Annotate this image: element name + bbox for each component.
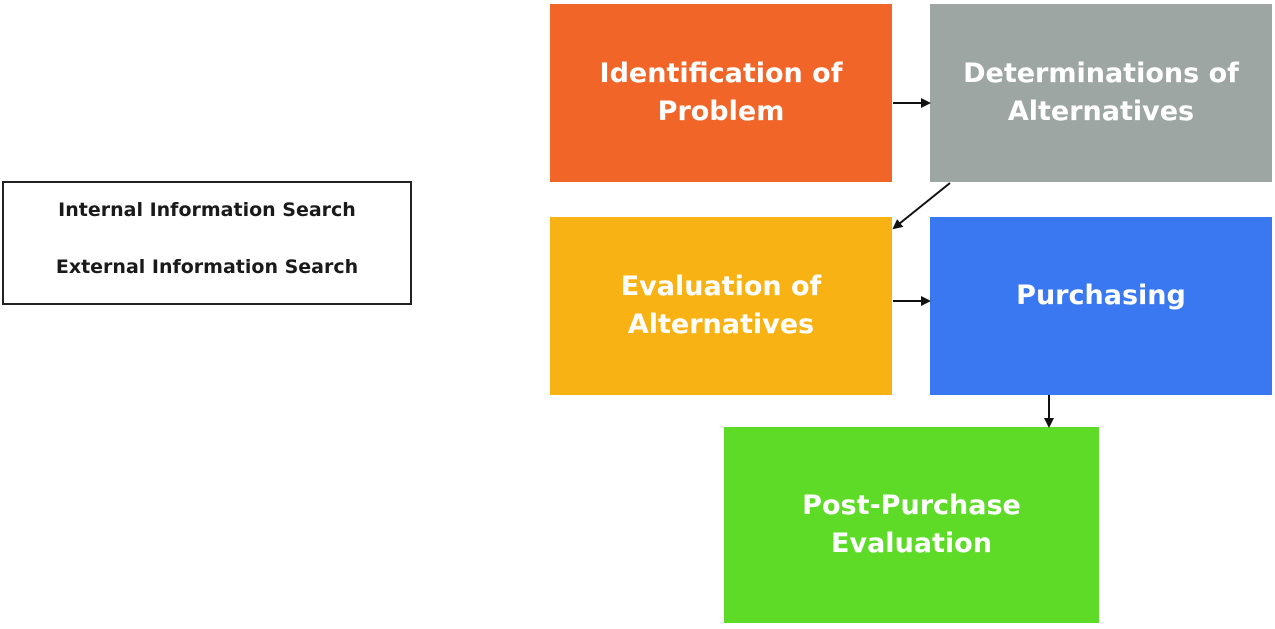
step-purchasing: Purchasing [930, 217, 1272, 395]
step-post-purchase-evaluation: Post-Purchase Evaluation [724, 427, 1099, 623]
step-evaluation-of-alternatives: Evaluation of Alternatives [550, 217, 892, 395]
step-label: Evaluation of Alternatives [620, 271, 822, 340]
step-determinations-of-alternatives: Determinations of Alternatives [930, 4, 1272, 182]
step-label: Determinations of Alternatives [963, 58, 1239, 127]
step-label: Identification of Problem [599, 58, 843, 127]
step-label: Purchasing [1016, 280, 1186, 311]
step-identification-of-problem: Identification of Problem [550, 4, 892, 182]
internal-information-search-label: Internal Information Search [58, 199, 356, 221]
information-search-box: Internal Information Search External Inf… [2, 181, 412, 305]
external-information-search-label: External Information Search [55, 256, 359, 278]
step-label: Post-Purchase Evaluation [802, 490, 1021, 559]
